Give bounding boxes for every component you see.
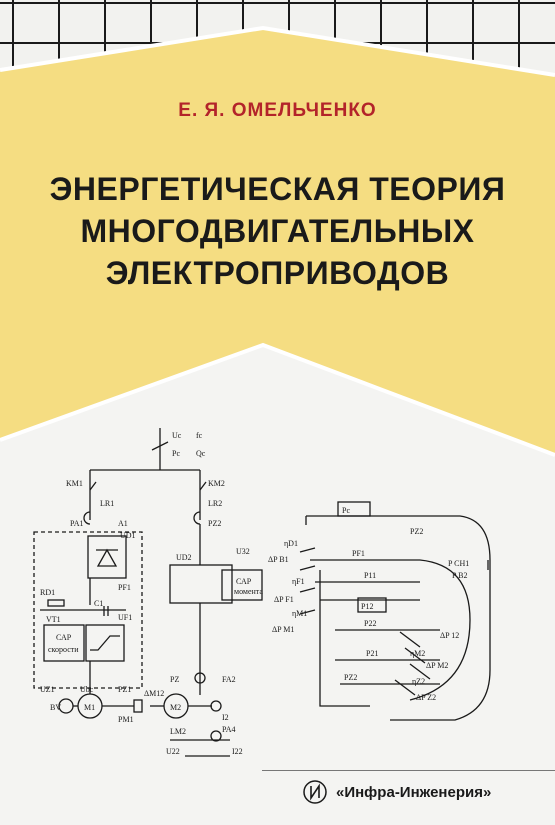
flow-label-eta-z2: ηZ2 — [412, 677, 425, 686]
label-sar-speed-2: скорости — [48, 645, 79, 654]
label-lm2: LM2 — [170, 727, 186, 736]
label-lr1: LR1 — [100, 499, 114, 508]
title-line-3: ЭЛЕКТРОПРИВОДОВ — [105, 255, 450, 291]
flow-label-p21: P21 — [366, 649, 378, 658]
publisher-name: «Инфра-Инженерия» — [336, 783, 492, 801]
label-sar-2-2: момента — [234, 587, 263, 596]
label-pc: Pc — [172, 449, 180, 458]
power-flow-diagram — [299, 501, 491, 721]
flow-label-p11: P11 — [364, 571, 376, 580]
title-line-1: ЭНЕРГЕТИЧЕСКАЯ ТЕОРИЯ — [49, 171, 506, 207]
label-sar-2-1: САР — [236, 577, 252, 586]
label-vt1: VT1 — [46, 615, 61, 624]
label-sar-speed-1: САР — [56, 633, 72, 642]
flow-label-p12: P12 — [361, 602, 373, 611]
label-m1: M1 — [84, 703, 95, 712]
flow-label-pcn1: P CH1 — [448, 559, 469, 568]
flow-label-dp-12: ΔP 12 — [440, 631, 459, 640]
label-u22: U22 — [166, 747, 180, 756]
label-pz2: PZ2 — [208, 519, 221, 528]
circuit-schematic — [33, 428, 263, 757]
label-uf1: UF1 — [118, 613, 132, 622]
label-bv: BV — [50, 703, 61, 712]
label-pm1: PM1 — [118, 715, 134, 724]
label-u32: U32 — [236, 547, 250, 556]
flow-label-dp-m2: ΔP M2 — [426, 661, 448, 670]
label-km1: KM1 — [66, 479, 83, 488]
label-km2: KM2 — [208, 479, 225, 488]
label-fa2: FA2 — [222, 675, 236, 684]
label-uc: Uc — [172, 431, 182, 440]
label-c1: C1 — [94, 599, 103, 608]
label-pz1: PZ1 — [118, 685, 131, 694]
label-ud2: UD2 — [176, 553, 192, 562]
flow-label-dp-z2: ΔP Z2 — [416, 693, 436, 702]
cover-diagram: Uc fc Pc Qc KM1 KM2 LR1 LR2 PA1 PZ2 A1 U… — [33, 428, 491, 757]
book-title: ЭНЕРГЕТИЧЕСКАЯ ТЕОРИЯ МНОГОДВИГАТЕЛЬНЫХ … — [0, 168, 555, 294]
flow-label-eta-m2: ηM2 — [410, 649, 425, 658]
flow-label-dp-b1: ΔP B1 — [268, 555, 289, 564]
label-a1: A1 — [118, 519, 128, 528]
flow-label-pz2-b: PZ2 — [344, 673, 357, 682]
flow-label-eta-d1: ηD1 — [284, 539, 298, 548]
book-author: Е. Я. ОМЕЛЬЧЕНКО — [178, 100, 377, 121]
label-i22: I22 — [232, 747, 243, 756]
publisher: «Инфра-Инженерия» — [262, 770, 555, 813]
label-pa1: PA1 — [70, 519, 84, 528]
label-qc: Qc — [196, 449, 206, 458]
label-dm12: ΔM12 — [144, 689, 164, 698]
flow-label-dp-f1: ΔP F1 — [274, 595, 294, 604]
title-line-2: МНОГОДВИГАТЕЛЬНЫХ — [80, 213, 475, 249]
label-pf1: PF1 — [118, 583, 131, 592]
flow-label-eta-f1: ηF1 — [292, 577, 305, 586]
flow-label-pc: Pc — [342, 506, 350, 515]
label-ubc: Ubc — [80, 685, 94, 694]
label-ud1: UD1 — [120, 531, 136, 540]
label-pa4: PA4 — [222, 725, 236, 734]
flow-label-pb2: P B2 — [452, 571, 468, 580]
label-i2: I2 — [222, 713, 229, 722]
label-rd1: RD1 — [40, 588, 55, 597]
flow-label-pz2: PZ2 — [410, 527, 423, 536]
label-pz: PZ — [170, 675, 179, 684]
label-m2: M2 — [170, 703, 181, 712]
flow-label-pf1: PF1 — [352, 549, 365, 558]
flow-label-eta-m1: ηM1 — [292, 609, 307, 618]
flow-label-dp-m1: ΔP M1 — [272, 625, 294, 634]
flow-label-p22: P22 — [364, 619, 376, 628]
label-lr2: LR2 — [208, 499, 222, 508]
label-uz1: UZ1 — [40, 685, 55, 694]
label-fc: fc — [196, 431, 203, 440]
publisher-logo-icon — [303, 780, 327, 804]
